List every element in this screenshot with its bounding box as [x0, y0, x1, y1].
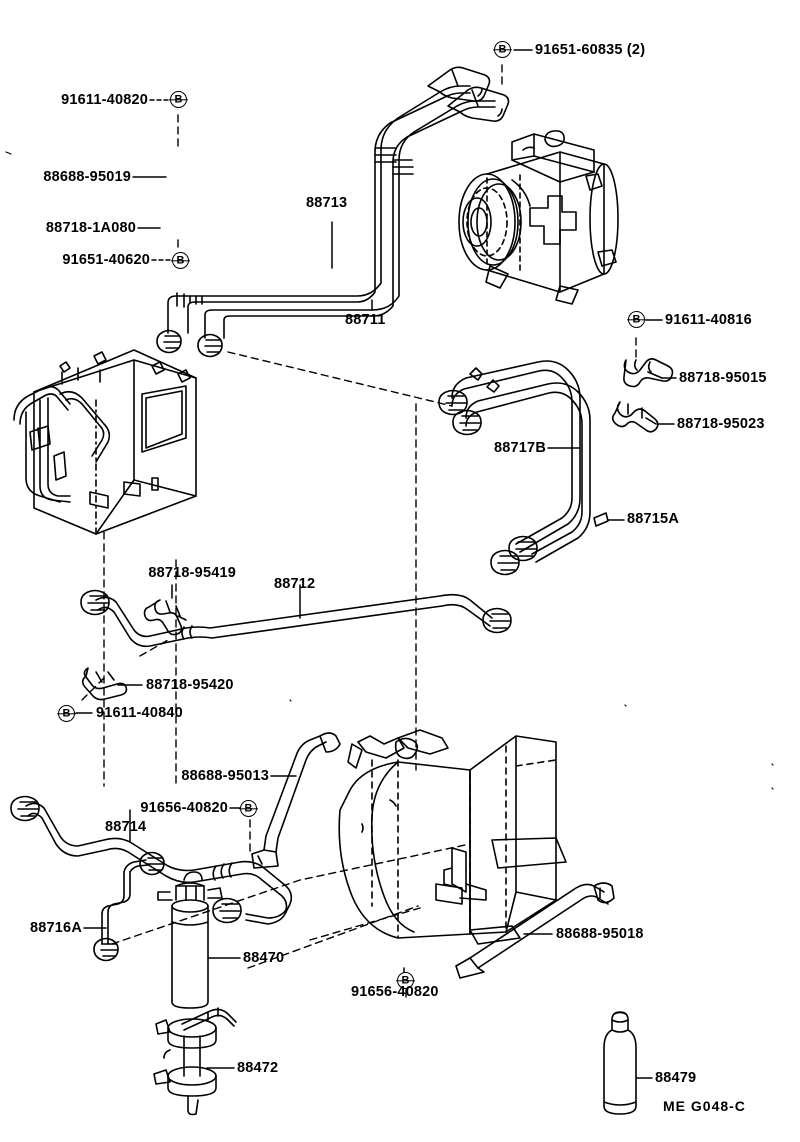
label-refrigerant-can-88479: 88479 — [655, 1070, 697, 1086]
fitting-nut-88717B-bottom — [508, 535, 538, 562]
scan-artifacts — [5, 151, 774, 790]
label-bolt-91656-40820-upper: 91656-40820 — [140, 800, 228, 816]
bolt-symbol-91611-40840 — [58, 705, 75, 722]
bolt-symbol-91611-40816 — [628, 311, 645, 328]
label-hose-88712: 88712 — [274, 576, 316, 592]
label-bolt-91611-40820: 91611-40820 — [61, 92, 148, 108]
label-bolt-91651-40620: 91651-40620 — [62, 252, 150, 268]
evaporator-unit — [13, 349, 197, 535]
clamp-part-88718-95023 — [611, 401, 659, 433]
label-bolt-91651-60835: 91651-60835 (2) — [535, 42, 646, 58]
hose-88712 — [80, 589, 512, 648]
label-clamp-88718-95015: 88718-95015 — [679, 370, 767, 386]
hose-88714 — [10, 795, 293, 925]
sheet-code: ME G048-C — [663, 1098, 746, 1114]
bolt-symbol-91656-40820-upper — [240, 800, 257, 817]
fitting-nut-88716A-top — [139, 851, 165, 876]
refrigerant-can-88479 — [603, 1011, 637, 1115]
tube-assembly-88717B-88715A — [438, 360, 609, 576]
bolt-symbol-91611-40820 — [170, 91, 187, 108]
hose-assembly-88713-88711 — [156, 66, 510, 358]
bolt-symbol-91651-60835 — [494, 41, 511, 58]
label-bolt-91611-40840: 91611-40840 — [96, 705, 183, 721]
label-bracket-88472: 88472 — [237, 1060, 279, 1076]
fitting-nut-88715A-bottom — [490, 549, 520, 576]
assembly-dashed-lines — [81, 64, 637, 1001]
bracket-88688-95018 — [455, 882, 615, 979]
fitting-nut-88713-left — [156, 329, 182, 354]
bracket-88688-95013 — [251, 732, 341, 869]
label-clamp-88718-95023: 88718-95023 — [677, 416, 765, 432]
fitting-nut-88717B — [438, 389, 468, 416]
fitting-nut-88712-left — [80, 589, 110, 616]
label-bolt-91656-40820-lower: 91656-40820 — [351, 984, 439, 1000]
receiver-drier-88470 — [157, 871, 223, 1009]
label-tube-88716A: 88716A — [30, 920, 82, 936]
label-tube-88717B: 88717B — [494, 440, 546, 456]
bolt-symbol-91656-40820-lower — [397, 972, 414, 989]
leader-lines — [75, 49, 677, 1079]
tube-88716A — [93, 851, 165, 962]
hose-end-fitting-lower — [447, 86, 510, 122]
blower-unit — [338, 729, 567, 945]
bracket-88472 — [153, 1007, 237, 1116]
label-bracket-88688-95019: 88688-95019 — [43, 169, 131, 185]
label-receiver-drier-88470: 88470 — [243, 950, 285, 966]
label-bolt-91611-40816: 91611-40816 — [665, 312, 752, 328]
label-clamp-88718-95419: 88718-95419 — [148, 565, 236, 581]
fitting-nut-88711-left — [197, 333, 223, 358]
hose-end-fitting-upper — [427, 66, 491, 102]
fitting-nut-88712-right — [482, 607, 512, 634]
label-bracket-88688-95018: 88688-95018 — [556, 926, 644, 942]
label-hose-88713: 88713 — [306, 195, 348, 211]
label-hose-88711: 88711 — [345, 312, 386, 328]
clamp-part-88718-95015 — [623, 358, 674, 388]
label-clamp-88718-95420: 88718-95420 — [146, 677, 234, 693]
label-tube-88715A: 88715A — [627, 511, 679, 527]
fitting-nut-88714-left — [10, 795, 40, 822]
clamp-part-88718-95419 — [143, 599, 187, 636]
label-hose-88714: 88714 — [105, 819, 147, 835]
fitting-nut-88715A — [452, 409, 482, 436]
compressor-assembly — [458, 130, 619, 305]
fitting-nut-88716A-bottom — [93, 937, 119, 962]
label-bracket-88688-95013: 88688-95013 — [181, 768, 269, 784]
label-clamp-88718-1A080: 88718-1A080 — [45, 220, 136, 236]
bolt-symbol-91651-40620 — [172, 252, 189, 269]
